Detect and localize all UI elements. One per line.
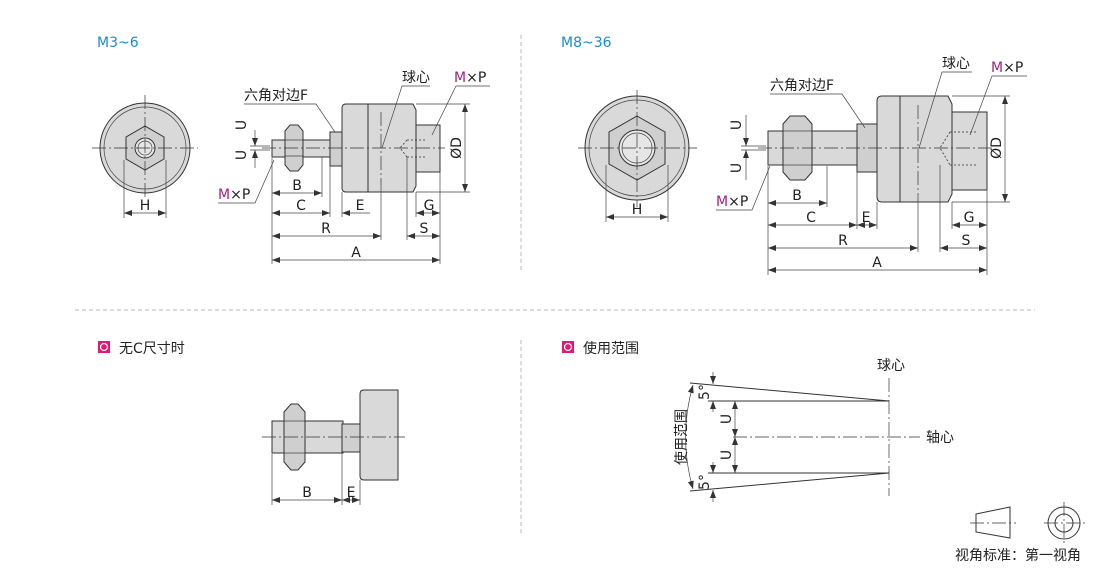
dim-R: R bbox=[838, 233, 848, 249]
panel-small: M3~6 H bbox=[92, 35, 490, 264]
angle-top: 5° bbox=[697, 384, 713, 400]
projection-label: 视角标准：第一视角 bbox=[955, 547, 1081, 564]
front-view: H bbox=[92, 95, 198, 218]
dim-C: C bbox=[806, 210, 816, 226]
front-view: H bbox=[578, 90, 697, 222]
dim-R: R bbox=[321, 221, 331, 237]
panel-title: M8~36 bbox=[561, 35, 612, 51]
dim-B: B bbox=[302, 485, 312, 501]
projection-symbol: 视角标准：第一视角 bbox=[955, 502, 1086, 564]
section-marker-icon bbox=[562, 341, 574, 353]
dim-G: G bbox=[424, 198, 435, 214]
ball-center-label: 球心 bbox=[942, 56, 970, 72]
axis-center-label: 轴心 bbox=[926, 430, 954, 446]
dim-A: A bbox=[351, 245, 361, 261]
panel-no-c: 无C尺寸时 B E bbox=[98, 341, 405, 505]
dim-D: ØD bbox=[989, 137, 1005, 159]
dim-D: ØD bbox=[449, 137, 465, 159]
dim-G: G bbox=[964, 210, 975, 226]
dim-U-top: U bbox=[234, 120, 250, 130]
side-view: U U 六角对边F 球心 M×P M×P ØD B C bbox=[716, 56, 1027, 275]
dim-C: C bbox=[296, 198, 306, 214]
dim-U-bottom: U bbox=[719, 450, 735, 460]
section-title: 无C尺寸时 bbox=[119, 341, 185, 357]
thread-label-left: M×P bbox=[218, 187, 250, 203]
dim-A: A bbox=[872, 255, 882, 271]
panel-title: M3~6 bbox=[97, 35, 139, 51]
hex-label: 六角对边F bbox=[770, 78, 834, 94]
thread-label-right: M×P bbox=[454, 70, 486, 86]
panel-large: M8~36 H bbox=[561, 35, 1027, 275]
panel-range: 使用范围 球心 轴心 U U 5° 5° 使用范围 bbox=[562, 340, 954, 502]
side-view: U U 六角对边F 球心 M×P M×P ØD B bbox=[218, 70, 490, 264]
dim-H: H bbox=[632, 202, 643, 218]
thread-label-left: M×P bbox=[716, 194, 748, 210]
dim-S: S bbox=[962, 233, 971, 249]
dim-E: E bbox=[862, 210, 871, 226]
dim-U-top: U bbox=[719, 414, 735, 424]
range-label: 使用范围 bbox=[673, 409, 690, 465]
dim-U-top: U bbox=[729, 120, 745, 130]
dim-H: H bbox=[140, 198, 151, 214]
dim-E: E bbox=[347, 485, 356, 501]
angle-bottom: 5° bbox=[697, 474, 713, 490]
hex-label: 六角对边F bbox=[244, 88, 308, 104]
thread-label-right: M×P bbox=[991, 60, 1023, 76]
ball-center-label: 球心 bbox=[402, 70, 430, 86]
section-marker-icon bbox=[98, 341, 110, 353]
dim-U-bottom: U bbox=[234, 150, 250, 160]
dim-B: B bbox=[292, 178, 302, 194]
dim-S: S bbox=[420, 221, 429, 237]
ball-center-label: 球心 bbox=[877, 358, 905, 374]
dim-U-bottom: U bbox=[729, 163, 745, 173]
dim-E: E bbox=[356, 198, 365, 214]
section-title: 使用范围 bbox=[583, 340, 639, 357]
dim-B: B bbox=[792, 188, 802, 204]
